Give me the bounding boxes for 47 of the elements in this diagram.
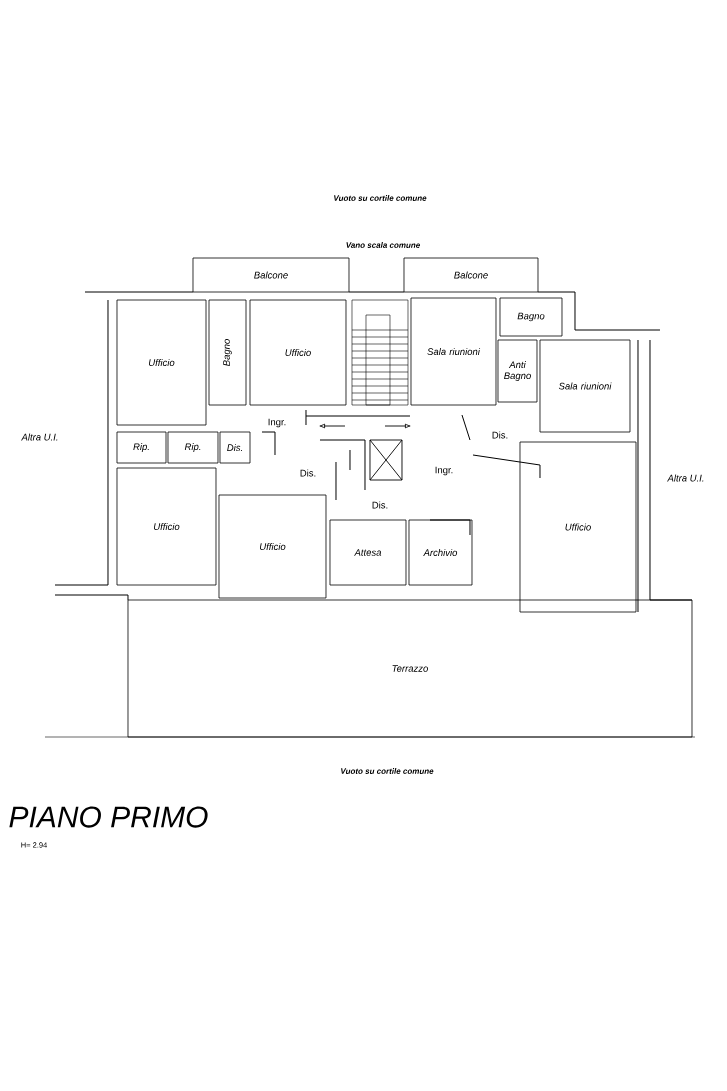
room-label: Altra U.I. [667,474,704,482]
room-label: Altra U.I. [21,433,58,441]
room-outline [192,257,350,293]
room-label: Ingr. [268,418,286,428]
room-name: Terrazzo [392,665,428,672]
room-outline [218,494,327,599]
room-label: Dis. [492,431,508,439]
room-name: Rip. [133,443,149,452]
room-name: Sala riunioni [427,348,481,355]
room-label: Ingr. [435,466,453,476]
room-outline [116,467,217,586]
room-name: Ufficio [260,543,286,550]
room-outline [403,257,539,293]
room-outline [497,339,538,403]
room-outline [519,441,637,613]
room-label: Vuoto su cortile comune [341,768,434,774]
room-outline [219,431,251,464]
room-name: Bagno [223,339,232,366]
room-name: Dis. [227,444,242,451]
floor-title: PIANO PRIMO [9,806,208,828]
room-outline [329,519,407,586]
room-outline [167,431,219,464]
room-name: Balcone [254,271,288,279]
room-name: Rip. [184,443,201,452]
room-name: Ufficio [565,523,591,531]
room-outline [116,431,167,464]
room-outline [499,297,563,337]
room-name: Ufficio [154,523,180,530]
room-name: Bagno [517,312,545,322]
room-label: Vuoto su cortile comune [334,195,427,201]
room-name: Ufficio [285,349,311,356]
room-label: Dis. [372,501,388,509]
room-outline [410,297,497,406]
room-outline [116,299,207,426]
room-name: Attesa [354,549,382,556]
room-outline [408,519,473,586]
room-name: Anti Bagno [504,361,531,381]
room-name: Archivio [423,549,458,556]
room-outline [539,339,631,433]
room-name: Balcone [454,271,488,279]
room-outline [249,299,347,406]
room-outline [127,599,693,738]
room-label: Vano scala comune [346,242,420,248]
room-outline [208,299,247,406]
room-label: Dis. [300,469,316,477]
room-name: Sala riunioni [558,382,612,390]
room-name: Ufficio [149,359,175,366]
